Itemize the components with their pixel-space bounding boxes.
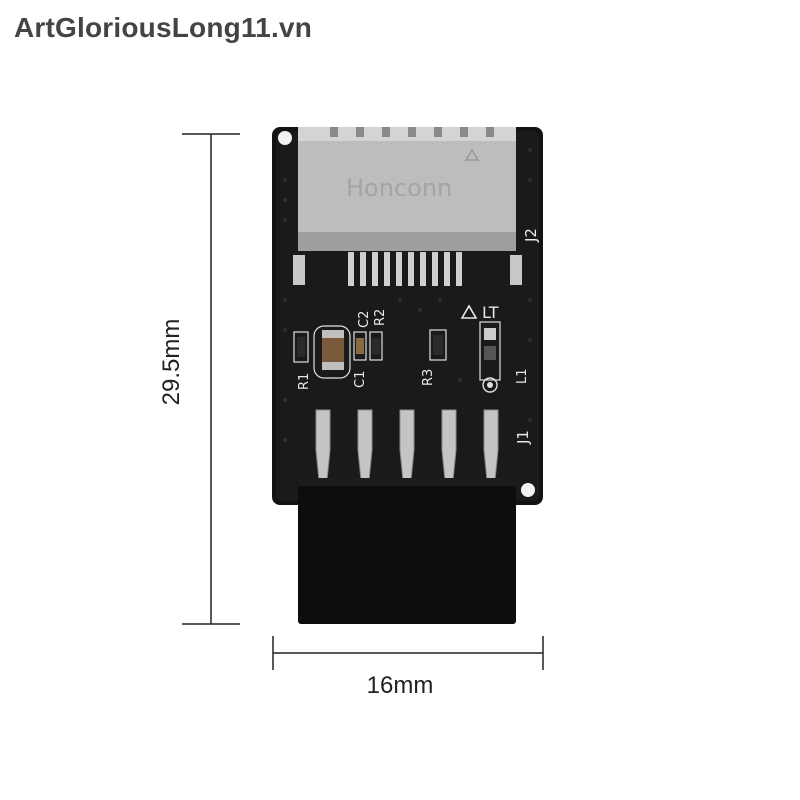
label-r2: R2 xyxy=(373,309,388,326)
label-l1: L1 xyxy=(515,368,530,384)
label-c2: C2 xyxy=(357,311,372,328)
connector-brand: Honconn xyxy=(346,174,452,202)
watermark-text: ArtGloriousLong11.vn xyxy=(14,12,313,43)
mounting-hole xyxy=(521,483,535,497)
height-dimension xyxy=(182,133,240,625)
usb-c-connector: Honconn xyxy=(293,127,522,286)
mounting-hole xyxy=(278,131,292,145)
pin-header-block xyxy=(298,478,516,624)
label-c1: C1 xyxy=(353,371,368,388)
label-j1: J1 xyxy=(514,430,532,445)
width-dimension xyxy=(272,636,544,670)
label-r1: R1 xyxy=(297,373,312,390)
header-pins xyxy=(315,409,499,481)
connector-pins xyxy=(348,252,462,286)
smd-components xyxy=(293,321,501,393)
label-lt: LT xyxy=(482,303,499,322)
height-label: 29.5mm xyxy=(158,318,185,406)
label-r3: R3 xyxy=(421,369,436,386)
width-label: 16mm xyxy=(366,672,434,699)
triangle-mark xyxy=(460,304,478,319)
label-j2: J2 xyxy=(522,228,540,243)
